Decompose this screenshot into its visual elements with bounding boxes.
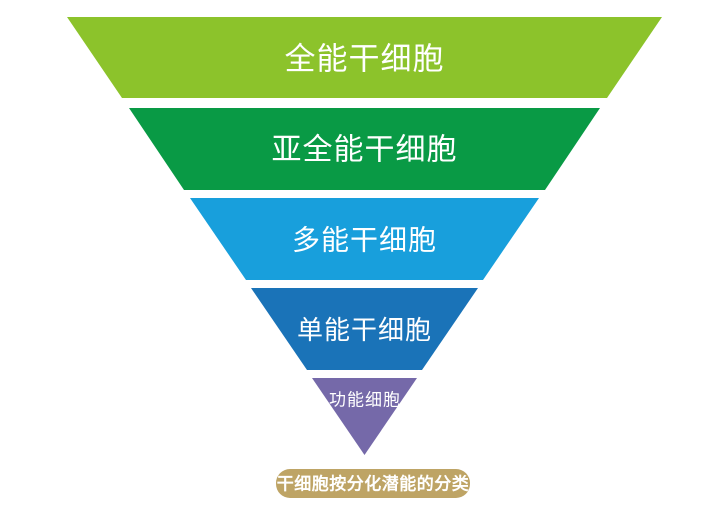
caption-pill bbox=[276, 469, 470, 498]
funnel-tier-subtotipotent-label: 亚全能干细胞 bbox=[272, 134, 458, 167]
funnel-tier-pluripotent-shape bbox=[190, 198, 539, 280]
funnel-tier-totipotent-shape bbox=[67, 17, 662, 98]
caption-label: 干细胞按分化潜能的分类 bbox=[277, 474, 470, 494]
funnel-tier-functional-cells-shape bbox=[312, 378, 417, 455]
funnel-tier-unipotent-label: 单能干细胞 bbox=[297, 315, 432, 345]
funnel-tier-functional-cells-label: 功能细胞 bbox=[329, 391, 401, 410]
funnel-tier-totipotent-label: 全能干细胞 bbox=[285, 42, 445, 77]
funnel-tier-pluripotent-label: 多能干细胞 bbox=[292, 225, 437, 256]
funnel-tier-unipotent-shape bbox=[251, 288, 478, 370]
funnel-tier-subtotipotent-shape bbox=[129, 108, 600, 190]
